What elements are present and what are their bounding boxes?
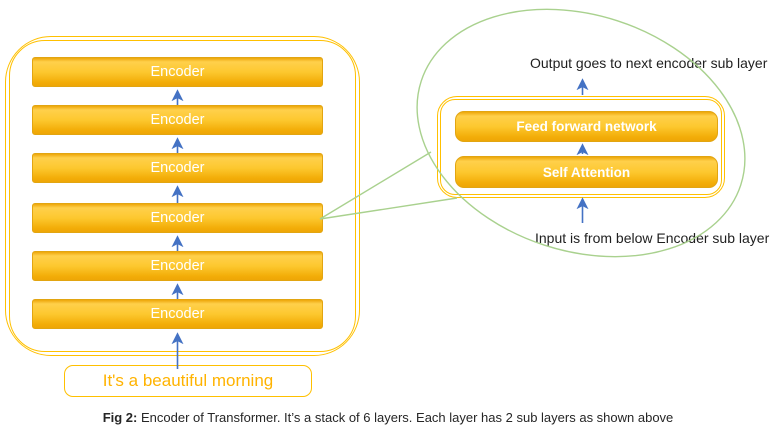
encoder-box: Encoder — [32, 153, 323, 183]
caption-text: Encoder of Transformer. It’s a stack of … — [140, 410, 674, 425]
figure-caption: Fig 2: Encoder of Transformer. It’s a st… — [0, 410, 776, 425]
encoder-box: Encoder — [32, 251, 323, 281]
encoder-box: Encoder — [32, 299, 323, 329]
self-attention-box: Self Attention — [455, 156, 718, 188]
encoder-box: Encoder — [32, 57, 323, 87]
caption-prefix: Fig 2: — [102, 410, 138, 425]
encoder-box: Encoder — [32, 105, 323, 135]
output-note: Output goes to next encoder sub layer — [530, 55, 768, 71]
input-note: Input is from below Encoder sub layer — [535, 230, 770, 246]
feed-forward-box: Feed forward network — [455, 111, 718, 142]
input-sentence-box: It's a beautiful morning — [64, 365, 312, 397]
encoder-box: Encoder — [32, 203, 323, 233]
